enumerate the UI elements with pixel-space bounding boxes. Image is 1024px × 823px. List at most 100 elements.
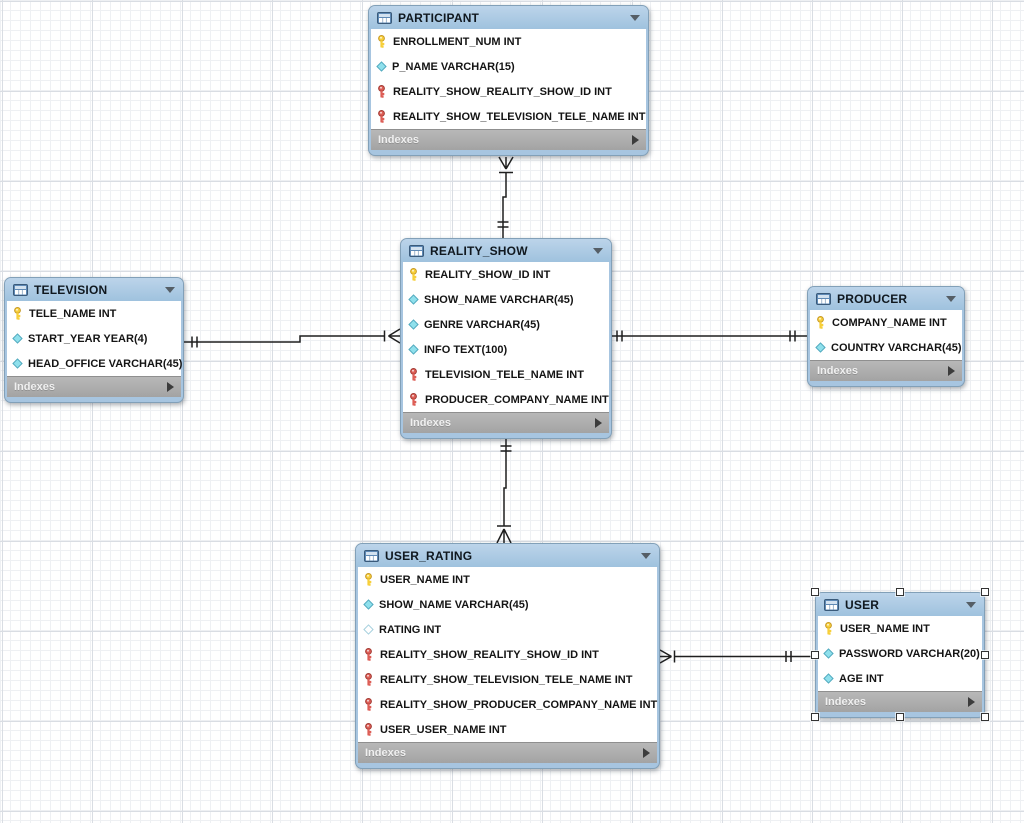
selection-handle[interactable] [981, 713, 989, 721]
expand-right-icon[interactable] [948, 366, 955, 376]
column-row[interactable]: AGE INT [818, 666, 982, 691]
foreign-key-icon [363, 698, 375, 711]
column-row[interactable]: REALITY_SHOW_TELEVISION_TELE_NAME INT [371, 104, 646, 129]
chevron-down-icon[interactable] [946, 295, 956, 302]
indexes-bar[interactable]: Indexes [371, 129, 646, 150]
relationship-user-user-rating[interactable] [659, 649, 815, 664]
selection-handle[interactable] [811, 651, 819, 659]
relationship-reality-show-producer[interactable] [612, 330, 807, 342]
foreign-key-icon [376, 85, 388, 98]
relationship-television-reality-show[interactable] [184, 328, 401, 348]
column-label: START_YEAR YEAR(4) [28, 332, 148, 345]
table-header[interactable]: REALITY_SHOW [401, 239, 611, 262]
column-row[interactable]: SHOW_NAME VARCHAR(45) [358, 592, 657, 617]
expand-right-icon[interactable] [968, 697, 975, 707]
attribute-icon [823, 648, 834, 659]
indexes-bar[interactable]: Indexes [403, 412, 609, 433]
expand-right-icon[interactable] [595, 418, 602, 428]
column-row[interactable]: TELEVISION_TELE_NAME INT [403, 362, 609, 387]
expand-right-icon[interactable] [167, 382, 174, 392]
table-title: PRODUCER [837, 291, 908, 306]
column-row[interactable]: SHOW_NAME VARCHAR(45) [403, 287, 609, 312]
table-icon [377, 11, 392, 24]
column-row[interactable]: USER_NAME INT [358, 567, 657, 592]
table-title: TELEVISION [34, 282, 108, 297]
table-reality-show[interactable]: REALITY_SHOW REALITY_SHOW_ID INT SHOW_NA… [400, 238, 612, 439]
attribute-icon [363, 599, 374, 610]
attribute-icon [408, 294, 419, 305]
relationship-reality-show-participant[interactable] [497, 156, 514, 238]
table-television[interactable]: TELEVISION TELE_NAME INT START_YEAR YEAR… [4, 277, 184, 403]
indexes-bar[interactable]: Indexes [810, 360, 962, 381]
table-title: REALITY_SHOW [430, 243, 528, 258]
column-label: COMPANY_NAME INT [832, 316, 947, 329]
column-label: USER_NAME INT [380, 573, 470, 586]
table-icon [364, 549, 379, 562]
column-label: SHOW_NAME VARCHAR(45) [424, 293, 574, 306]
relationship-reality-show-user-rating[interactable] [496, 439, 512, 544]
column-label: HEAD_OFFICE VARCHAR(45) [28, 357, 183, 370]
column-label: REALITY_SHOW_TELEVISION_TELE_NAME INT [380, 673, 633, 686]
column-row[interactable]: USER_USER_NAME INT [358, 717, 657, 742]
chevron-down-icon[interactable] [966, 601, 976, 608]
selection-handle[interactable] [811, 588, 819, 596]
indexes-label: Indexes [817, 365, 858, 377]
attribute-icon [12, 333, 23, 344]
table-producer[interactable]: PRODUCER COMPANY_NAME INT COUNTRY VARCHA… [807, 286, 965, 387]
column-row[interactable]: TELE_NAME INT [7, 301, 181, 326]
table-participant[interactable]: PARTICIPANT ENROLLMENT_NUM INT P_NAME VA… [368, 5, 649, 156]
table-icon [13, 283, 28, 296]
table-header[interactable]: PARTICIPANT [369, 6, 648, 29]
indexes-bar[interactable]: Indexes [818, 691, 982, 712]
table-columns: USER_NAME INT SHOW_NAME VARCHAR(45) RATI… [358, 567, 657, 742]
column-row[interactable]: GENRE VARCHAR(45) [403, 312, 609, 337]
column-row[interactable]: REALITY_SHOW_ID INT [403, 262, 609, 287]
chevron-down-icon[interactable] [630, 14, 640, 21]
selection-handle[interactable] [896, 713, 904, 721]
indexes-label: Indexes [365, 747, 406, 759]
crow-foot-many-mark [496, 528, 512, 544]
table-title: USER [845, 597, 880, 612]
table-header[interactable]: PRODUCER [808, 287, 964, 310]
column-row[interactable]: HEAD_OFFICE VARCHAR(45) [7, 351, 183, 376]
column-row[interactable]: ENROLLMENT_NUM INT [371, 29, 646, 54]
column-row[interactable]: REALITY_SHOW_PRODUCER_COMPANY_NAME INT [358, 692, 657, 717]
column-label: TELE_NAME INT [29, 307, 117, 320]
chevron-down-icon[interactable] [593, 247, 603, 254]
column-row[interactable]: USER_NAME INT [818, 616, 982, 641]
table-user[interactable]: USER USER_NAME INT PASSWORD VARCHAR(20) … [815, 592, 985, 718]
selection-handle[interactable] [981, 651, 989, 659]
column-label: REALITY_SHOW_ID INT [425, 268, 551, 281]
chevron-down-icon[interactable] [165, 286, 175, 293]
selection-handle[interactable] [981, 588, 989, 596]
column-row[interactable]: REALITY_SHOW_REALITY_SHOW_ID INT [371, 79, 646, 104]
column-row[interactable]: REALITY_SHOW_TELEVISION_TELE_NAME INT [358, 667, 657, 692]
column-row[interactable]: RATING INT [358, 617, 657, 642]
column-row[interactable]: REALITY_SHOW_REALITY_SHOW_ID INT [358, 642, 657, 667]
column-row[interactable]: START_YEAR YEAR(4) [7, 326, 181, 351]
expand-right-icon[interactable] [632, 135, 639, 145]
column-row[interactable]: COUNTRY VARCHAR(45) [810, 335, 962, 360]
column-row[interactable]: COMPANY_NAME INT [810, 310, 962, 335]
one-double-bar-mark [616, 330, 623, 342]
indexes-bar[interactable]: Indexes [7, 376, 181, 397]
primary-key-icon [815, 316, 827, 329]
indexes-bar[interactable]: Indexes [358, 742, 657, 763]
column-row[interactable]: INFO TEXT(100) [403, 337, 609, 362]
primary-key-icon [12, 307, 24, 320]
selection-handle[interactable] [811, 713, 819, 721]
selection-handle[interactable] [896, 588, 904, 596]
column-row[interactable]: PRODUCER_COMPANY_NAME INT [403, 387, 609, 412]
crow-foot-many-mark [498, 156, 514, 170]
table-header[interactable]: USER [816, 593, 984, 616]
table-header[interactable]: USER_RATING [356, 544, 659, 567]
table-columns: TELE_NAME INT START_YEAR YEAR(4) HEAD_OF… [7, 301, 183, 376]
expand-right-icon[interactable] [643, 748, 650, 758]
table-header[interactable]: TELEVISION [5, 278, 183, 301]
table-user-rating[interactable]: USER_RATING USER_NAME INT SHOW_NAME VARC… [355, 543, 660, 769]
column-row[interactable]: PASSWORD VARCHAR(20) [818, 641, 982, 666]
column-row[interactable]: P_NAME VARCHAR(15) [371, 54, 646, 79]
chevron-down-icon[interactable] [641, 552, 651, 559]
